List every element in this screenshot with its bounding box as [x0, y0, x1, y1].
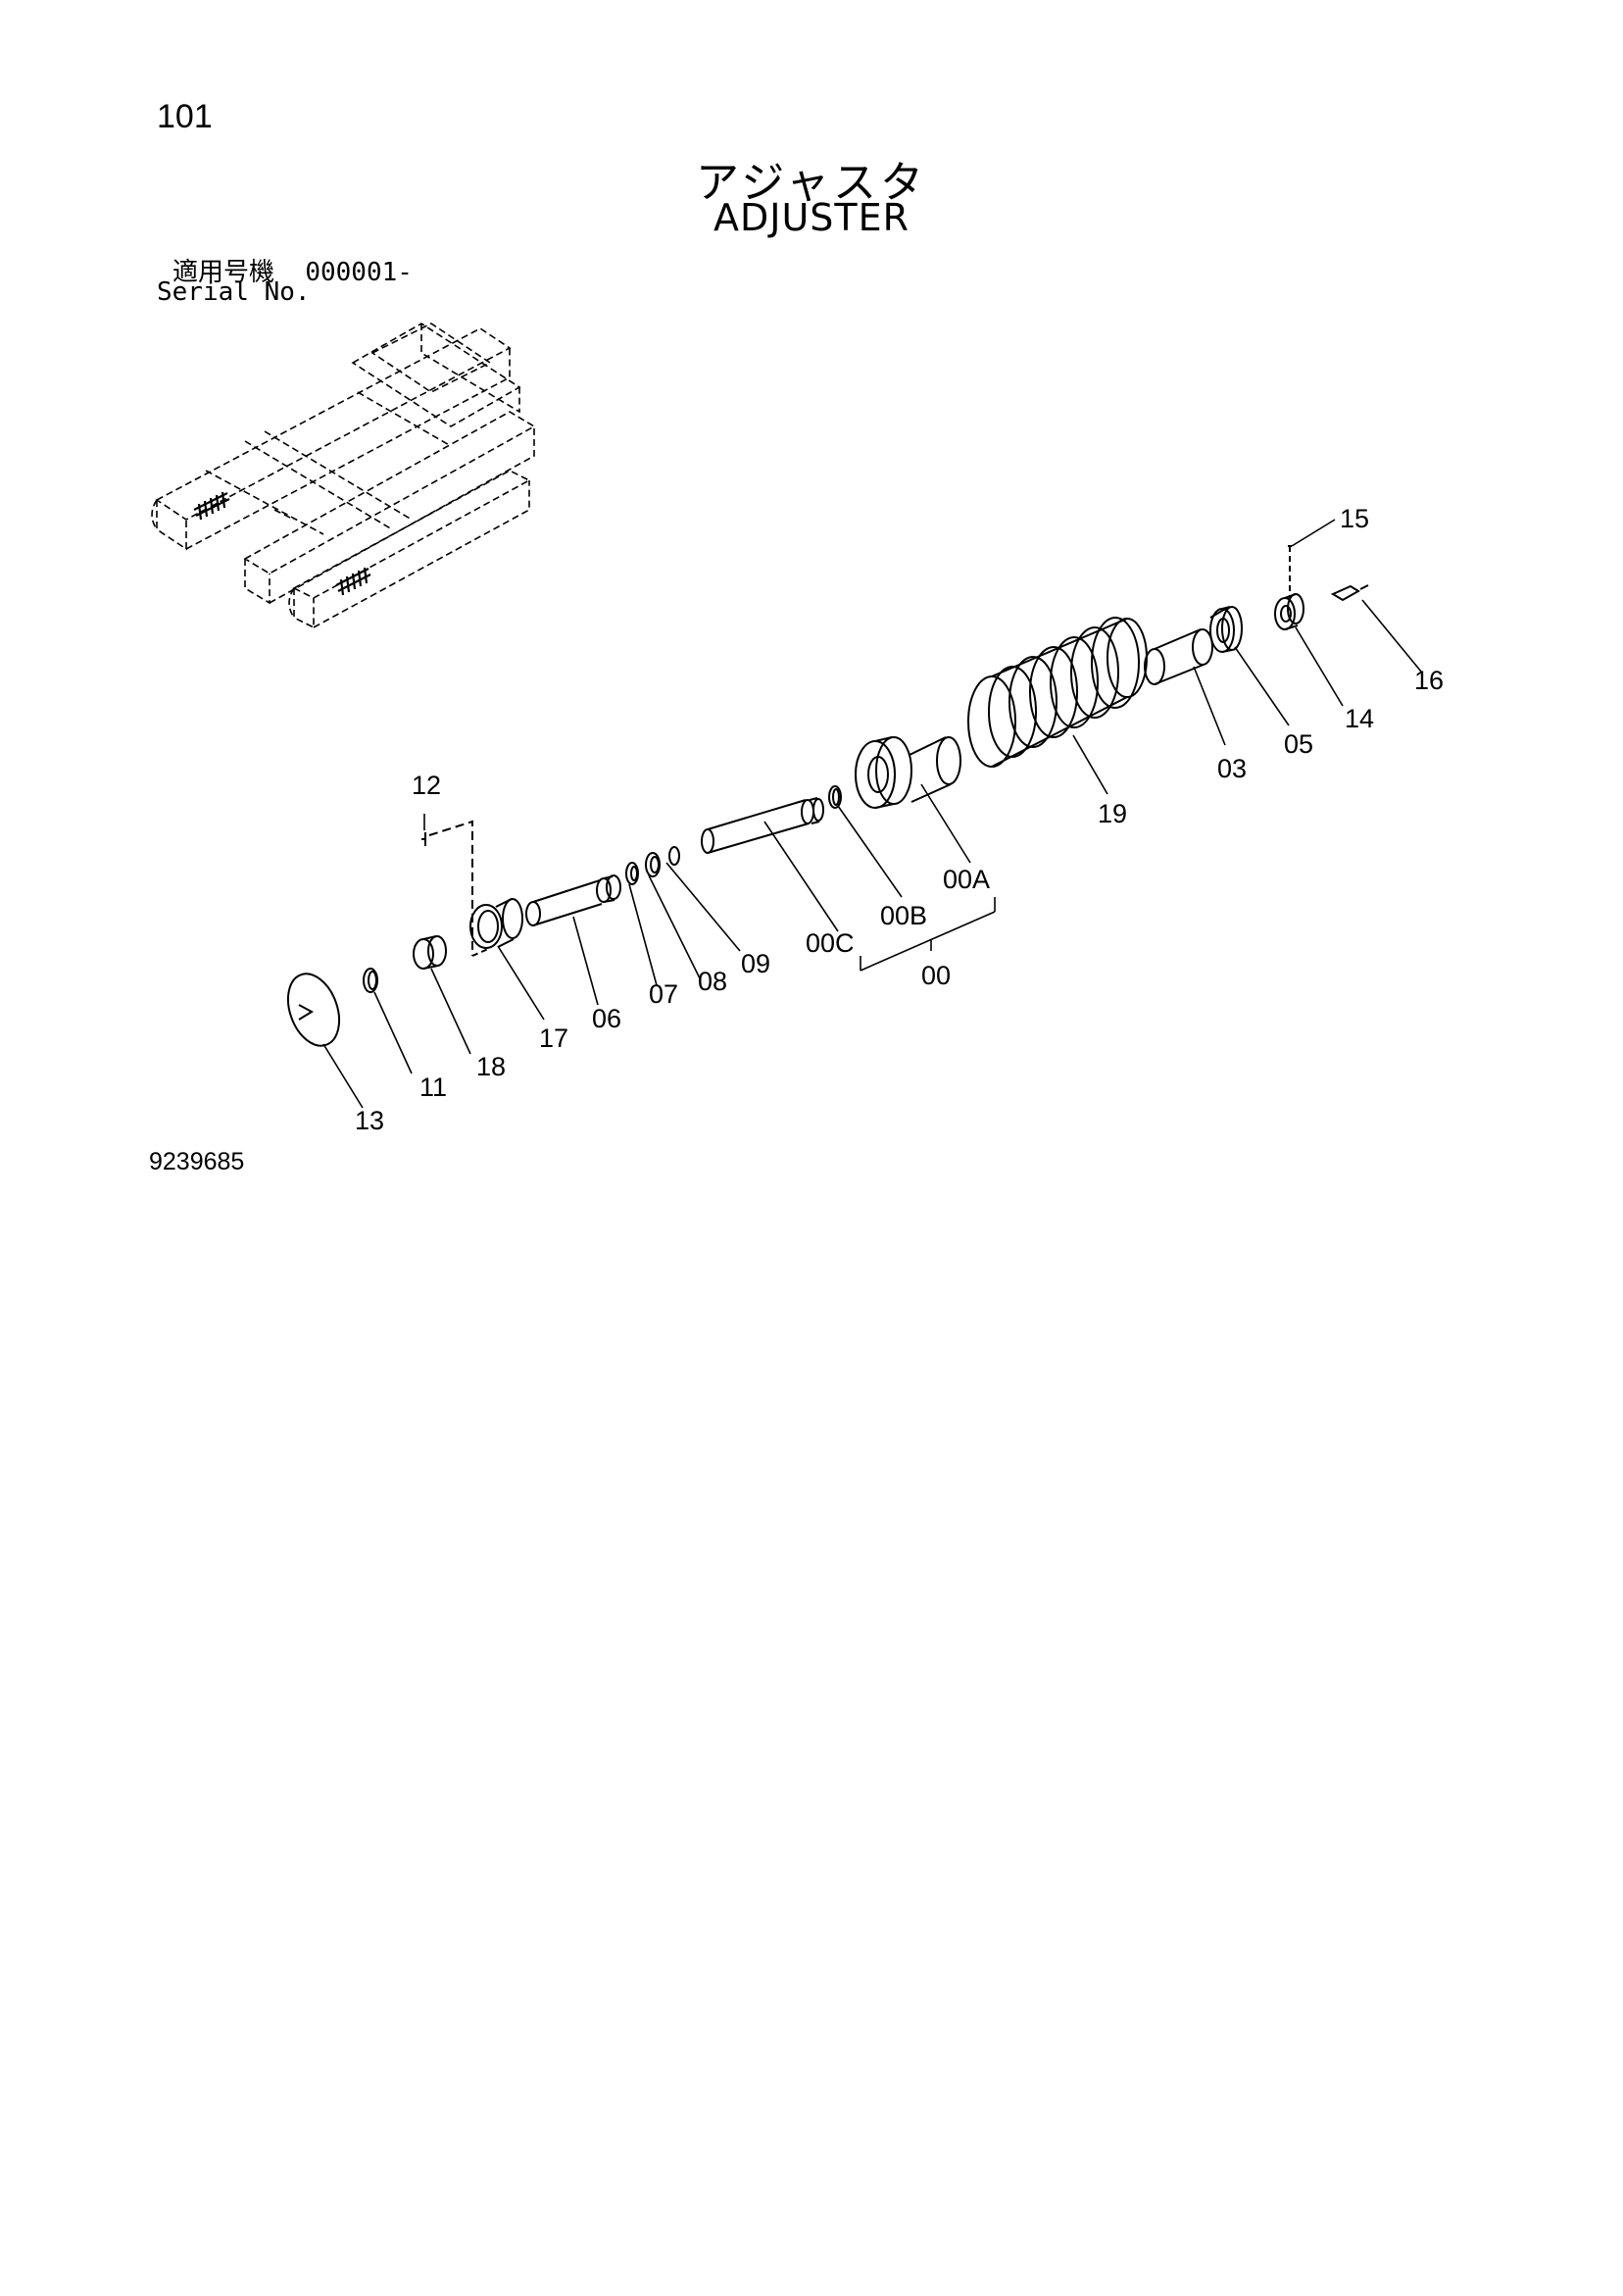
callout-17: 17 [539, 1023, 568, 1053]
leader-lines [322, 519, 1422, 1109]
undercarriage-overview-drawing [151, 323, 536, 629]
callout-00A: 00A [943, 865, 990, 894]
part-00B-o-ring [828, 785, 842, 809]
callout-19: 19 [1098, 799, 1127, 828]
part-06-rod [525, 874, 621, 926]
callout-labels: 15 16 14 05 03 19 00A 00B 00C 00 09 08 0… [355, 504, 1444, 1135]
callout-09: 09 [741, 949, 770, 978]
callout-11: 11 [419, 1073, 447, 1102]
callout-00: 00 [921, 961, 951, 990]
page-number: 101 [157, 98, 213, 135]
callout-13: 13 [355, 1106, 384, 1135]
callout-00B: 00B [880, 901, 927, 930]
part-03-bushing [1144, 628, 1213, 685]
part-13-cap [286, 973, 341, 1047]
title-japanese: アジャスタ [695, 158, 928, 208]
title-english: ADJUSTER [713, 196, 910, 239]
callout-16: 16 [1414, 666, 1444, 695]
callout-05: 05 [1284, 729, 1313, 759]
serial-label-english: Serial No. [157, 277, 311, 307]
part-16-pin [1330, 584, 1369, 602]
part-18-bushing [413, 935, 447, 970]
part-15-fitting [1288, 545, 1292, 598]
part-00A-cylinder [855, 736, 961, 809]
callout-14: 14 [1345, 704, 1374, 733]
serial-label-japanese: 適用号機 000001- [172, 252, 413, 288]
callout-00C: 00C [806, 928, 855, 958]
part-14-nut [1274, 593, 1304, 630]
callout-12: 12 [412, 771, 441, 800]
serial-range: 000001- [305, 258, 413, 287]
callout-03: 03 [1217, 754, 1247, 783]
serial-label-ja-text: 適用号機 [172, 258, 275, 287]
callout-08: 08 [698, 967, 727, 996]
callout-15: 15 [1340, 504, 1369, 533]
callout-18: 18 [476, 1052, 506, 1081]
adjuster-highlight-upper [193, 491, 230, 521]
part-07-seal [625, 862, 639, 885]
part-12-bolt [421, 820, 489, 957]
callout-06: 06 [592, 1004, 621, 1033]
part-00C-rod [701, 797, 824, 854]
part-09-ring [668, 846, 680, 866]
part-05-flange [1209, 606, 1243, 653]
part-11-snap-ring [363, 968, 378, 993]
callout-07: 07 [649, 979, 678, 1009]
drawing-number: 9239685 [149, 1148, 245, 1175]
part-17-flange [469, 898, 523, 949]
part-08-seal [645, 852, 661, 877]
part-19-spring [967, 617, 1148, 768]
adjuster-highlight-lower [335, 567, 371, 596]
